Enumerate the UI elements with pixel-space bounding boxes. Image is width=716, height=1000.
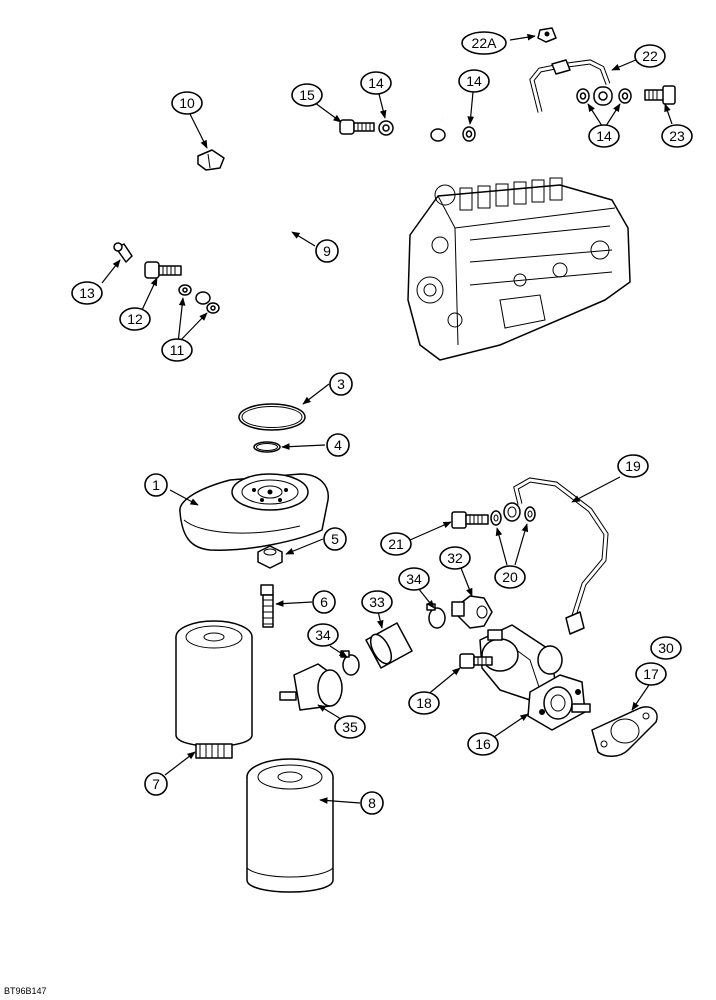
fitting-10 — [197, 149, 225, 171]
hose-clamp-34-upper — [426, 603, 446, 629]
callout-22: 22 — [634, 44, 666, 68]
callout-32: 32 — [439, 546, 471, 570]
svg-text:13: 13 — [79, 285, 95, 301]
svg-text:21: 21 — [388, 536, 404, 552]
svg-text:30: 30 — [658, 640, 674, 656]
callout-18: 18 — [408, 691, 440, 715]
fuel-line-9 — [195, 95, 446, 305]
elbow-fitting-32 — [451, 595, 493, 629]
callout-17: 17 — [635, 662, 667, 686]
gasket-17 — [591, 706, 658, 757]
callout-9: 9 — [315, 239, 339, 263]
svg-text:33: 33 — [369, 594, 385, 610]
callout-4: 4 — [326, 433, 350, 457]
fuel-line-22 — [529, 27, 611, 113]
injection-pump — [407, 177, 631, 361]
svg-text:17: 17 — [643, 666, 659, 682]
sealing-washers-11 — [178, 284, 220, 314]
callout-1: 1 — [144, 473, 168, 497]
svg-text:22: 22 — [642, 48, 658, 64]
fuel-line-19 — [503, 477, 609, 635]
svg-text:5: 5 — [331, 531, 339, 547]
svg-text:1: 1 — [152, 477, 160, 493]
svg-text:8: 8 — [368, 795, 376, 811]
callout-7: 7 — [144, 772, 168, 796]
leader-lines — [101, 33, 673, 804]
callout-11: 11 — [161, 338, 193, 362]
banjo-bolt-15 — [339, 119, 375, 135]
sealing-washers-20 — [490, 506, 536, 526]
svg-text:14: 14 — [368, 75, 384, 91]
svg-text:14: 14 — [466, 73, 482, 89]
svg-text:34: 34 — [406, 571, 422, 587]
callout-35: 35 — [334, 715, 366, 739]
callout-34-upper: 34 — [398, 567, 430, 591]
callout-33: 33 — [361, 590, 393, 614]
drawing-code: BT96B147 — [4, 986, 47, 996]
svg-text:35: 35 — [342, 719, 358, 735]
svg-text:10: 10 — [179, 95, 195, 111]
banjo-bolt-12 — [144, 261, 182, 279]
callout-21: 21 — [380, 532, 412, 556]
svg-text:14: 14 — [596, 128, 612, 144]
svg-text:23: 23 — [669, 128, 685, 144]
callout-14-right: 14 — [588, 124, 620, 148]
svg-text:7: 7 — [152, 776, 160, 792]
callout-23: 23 — [661, 124, 693, 148]
svg-text:11: 11 — [170, 342, 185, 358]
callout-6: 6 — [312, 590, 336, 614]
filter-7 — [175, 620, 253, 759]
o-ring-3 — [238, 403, 306, 431]
callout-10: 10 — [171, 91, 203, 115]
filter-head-1 — [179, 473, 329, 551]
callout-22a: 22A — [461, 31, 507, 55]
svg-text:3: 3 — [337, 376, 345, 392]
callout-34-lower: 34 — [307, 623, 339, 647]
bolt-18 — [459, 653, 493, 669]
callout-8: 8 — [360, 791, 384, 815]
svg-text:34: 34 — [315, 627, 331, 643]
callout-13: 13 — [71, 281, 103, 305]
transfer-pump-16 — [479, 624, 591, 731]
callout-5: 5 — [323, 527, 347, 551]
svg-text:15: 15 — [299, 87, 315, 103]
callout-15: 15 — [291, 83, 323, 107]
svg-text:18: 18 — [416, 695, 432, 711]
svg-text:6: 6 — [320, 594, 328, 610]
svg-text:20: 20 — [502, 569, 518, 585]
callout-14-top-left: 14 — [360, 71, 392, 95]
svg-text:19: 19 — [625, 458, 641, 474]
callout-3: 3 — [329, 372, 353, 396]
sealing-washers-14-top — [378, 120, 476, 142]
svg-text:9: 9 — [323, 243, 331, 259]
o-ring-4 — [253, 441, 281, 453]
banjo-parts-right — [576, 85, 676, 106]
nut-5 — [257, 545, 283, 569]
bleeder-screw-13 — [113, 242, 133, 263]
callout-16: 16 — [467, 732, 499, 756]
callout-14-top-mid: 14 — [458, 69, 490, 93]
strainer-35 — [279, 663, 343, 711]
callout-12: 12 — [119, 307, 151, 331]
svg-text:22A: 22A — [472, 35, 498, 51]
banjo-bolt-21 — [451, 511, 489, 529]
hose-33 — [365, 622, 413, 669]
svg-text:32: 32 — [447, 550, 463, 566]
filter-8 — [246, 758, 334, 893]
callout-19: 19 — [617, 454, 649, 478]
callout-20: 20 — [494, 565, 526, 589]
svg-text:16: 16 — [475, 736, 491, 752]
callout-30: 30 — [650, 636, 682, 660]
adapter-6 — [260, 584, 274, 628]
svg-text:4: 4 — [334, 437, 342, 453]
svg-text:12: 12 — [127, 311, 143, 327]
